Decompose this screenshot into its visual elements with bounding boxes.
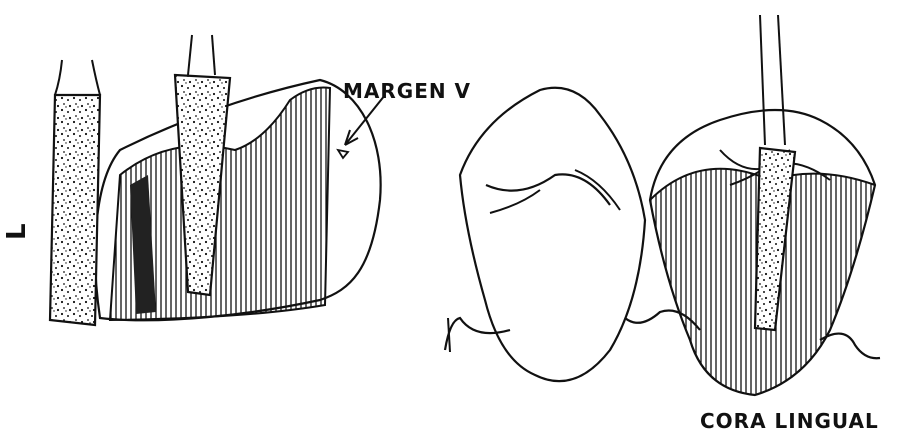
- arrow-icon: [338, 95, 385, 158]
- side-label: L: [2, 222, 32, 240]
- left-tooth-group: L MARGEN V: [2, 35, 471, 325]
- margin-label: MARGEN V: [343, 79, 471, 103]
- right-tooth-group: CORA LINGUAL: [625, 15, 890, 433]
- hand-instrument-left: [50, 60, 100, 325]
- tooth-crown-middle: [460, 88, 645, 381]
- caption-label: CORA LINGUAL: [700, 409, 879, 433]
- middle-tooth-group: [445, 88, 645, 381]
